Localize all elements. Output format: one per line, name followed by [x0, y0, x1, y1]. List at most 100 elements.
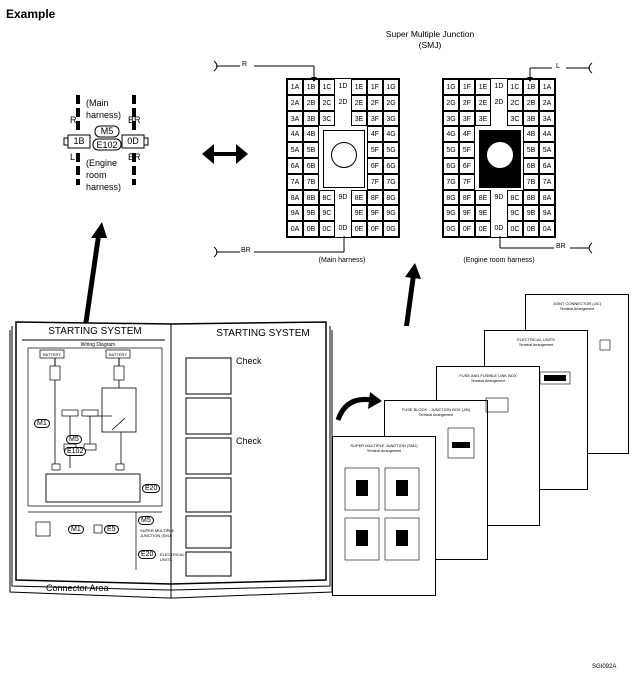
smj-engine-terminal-1b: 1B — [523, 79, 539, 95]
smj-engine-terminal-7g: 7G — [443, 173, 459, 190]
smj-main-terminal-2f: 2F — [367, 94, 383, 111]
smj-main-terminal-7b: 7B — [303, 173, 319, 190]
smj-engine-terminal-1a: 1A — [539, 79, 555, 95]
smj-main-terminal-9e: 9E — [351, 205, 367, 222]
terminal-0d: 0D — [127, 136, 139, 146]
smj-engine-caption: (Engine room harness) — [463, 257, 535, 264]
smj-main-terminal-0e: 0E — [351, 221, 367, 237]
figure-code: SGI092A — [592, 664, 617, 670]
smj-main-terminal-9b: 9B — [303, 205, 319, 222]
smj-engine-terminal-7f: 7F — [459, 173, 475, 190]
smj-main-terminal-9a: 9A — [287, 205, 303, 222]
smj-main-terminal-8b: 8B — [303, 189, 319, 206]
smj-main-terminal-9f: 9F — [367, 205, 383, 222]
smj-engine-terminal-8b: 8B — [523, 189, 539, 206]
smj-main-terminal-0g: 0G — [383, 221, 399, 237]
smj-main-terminal-9c: 9C — [319, 205, 335, 222]
smj-main-terminal-6f: 6F — [367, 158, 383, 174]
smj-engine-terminal-8e: 8E — [475, 189, 491, 206]
smj-main-terminal-3c: 3C — [319, 110, 335, 127]
smj-engine-terminal-9f: 9F — [459, 205, 475, 222]
smj-main-terminal-8e: 8E — [351, 189, 367, 206]
smj-main-terminal-0d: 0D — [338, 225, 348, 233]
smj-engine-terminal-3f: 3F — [459, 110, 475, 127]
smj-engine-terminal-2c: 2C — [507, 94, 523, 111]
smj-engine-terminal-0f: 0F — [459, 221, 475, 237]
smj-main-terminal-1c: 1C — [319, 79, 335, 95]
connector-detail-lines — [63, 95, 149, 185]
smj-main-terminal-3b: 3B — [303, 110, 319, 127]
wire-color-l: L — [70, 152, 76, 162]
smj-main-terminal-2b: 2B — [303, 94, 319, 111]
book-connector-m5: M5 — [66, 435, 82, 444]
legend-m5: M5 — [138, 516, 154, 525]
smj-main-terminal-3a: 3A — [287, 110, 303, 127]
smj-engine-terminal-3a: 3A — [539, 110, 555, 127]
smj-main-wire-br: BR — [241, 247, 251, 254]
smj-engine-terminal-8g: 8G — [443, 189, 459, 206]
smj-main-terminal-1d: 1D — [338, 83, 348, 90]
smj-main-terminal-8c: 8C — [319, 189, 335, 206]
sheet-subtitle: Terminal Arrangement — [559, 307, 595, 311]
smj-main-terminal-4a: 4A — [287, 126, 303, 143]
smj-main-terminal-7f: 7F — [367, 173, 383, 190]
smj-title: Super Multiple Junction — [385, 29, 475, 39]
smj-engine-terminal-0g: 0G — [443, 221, 459, 237]
connector-m5-label: M5 — [100, 126, 114, 136]
smj-engine-terminal-0e: 0E — [475, 221, 491, 237]
smj-engine-terminal-5b: 5B — [523, 142, 539, 158]
right-page-title: STARTING SYSTEM — [216, 328, 310, 339]
smj-main-terminal-8a: 8A — [287, 189, 303, 206]
smj-main-terminal-7a: 7A — [287, 173, 303, 190]
smj-engine-center-hole — [487, 142, 513, 169]
smj-main-terminal-5f: 5F — [367, 142, 383, 158]
left-page-title: STARTING SYSTEM — [48, 326, 142, 337]
battery-label-1: BATTERY — [42, 352, 62, 357]
smj-engine-terminal-9b: 9B — [523, 205, 539, 222]
check-label-1: Check — [236, 356, 262, 366]
smj-main-terminal-2a: 2A — [287, 94, 303, 111]
smj-main-terminal-4b: 4B — [303, 126, 319, 143]
page-title: Example — [6, 7, 56, 21]
smj-engine-terminal-1e: 1E — [475, 79, 491, 95]
smj-engine-terminal-3g: 3G — [443, 110, 459, 127]
smj-engine-terminal-9c: 9C — [507, 205, 523, 222]
smj-engine-terminal-5a: 5A — [539, 142, 555, 158]
smj-main-wire-r: R — [242, 61, 248, 68]
wire-color-br-bottom: BR — [128, 152, 141, 162]
smj-main-terminal-0b: 0B — [303, 221, 319, 237]
smj-engine-terminal-6b: 6B — [523, 158, 539, 174]
wire-color-br-top: BR — [128, 115, 141, 125]
smj-engine-terminal-1c: 1C — [507, 79, 523, 95]
smj-main-terminal-7g: 7G — [383, 173, 399, 190]
connector-area-label: Connector Area — [46, 583, 109, 593]
smj-engine-wire-l: L — [556, 63, 560, 70]
smj-engine-terminal-0a: 0A — [539, 221, 555, 237]
legend-e20: E20 — [138, 550, 157, 559]
smj-engine-terminal-0c: 0C — [507, 221, 523, 237]
smj-main-terminal-3e: 3E — [351, 110, 367, 127]
legend-m1: M1 — [68, 525, 84, 534]
smj-engine-terminal-8a: 8A — [539, 189, 555, 206]
smj-main-terminal-3f: 3F — [367, 110, 383, 127]
smj-main-terminal-5g: 5G — [383, 142, 399, 158]
smj-main-center-hole — [331, 142, 357, 169]
service-manual-book: STARTING SYSTEM STARTING SYSTEM Wiring D… — [8, 318, 334, 603]
smj-engine-terminal-2g: 2G — [443, 94, 459, 111]
smj-engine-terminal-1g: 1G — [443, 79, 459, 95]
smj-engine-terminal-0b: 0B — [523, 221, 539, 237]
smj-main-terminal-2c: 2C — [319, 94, 335, 111]
smj-engine-terminal-7b: 7B — [523, 173, 539, 190]
smj-main-terminal-6b: 6B — [303, 158, 319, 174]
smj-engine-terminal-9e: 9E — [475, 205, 491, 222]
smj-main-terminal-1f: 1F — [367, 79, 383, 95]
smj-main-terminal-5b: 5B — [303, 142, 319, 158]
smj-engine-terminal-2f: 2F — [459, 94, 475, 111]
smj-main-terminal-1b: 1B — [303, 79, 319, 95]
smj-main-terminal-0a: 0A — [287, 221, 303, 237]
smj-main-terminal-6g: 6G — [383, 158, 399, 174]
main-harness-label: (Main harness) — [86, 98, 122, 120]
sheet-super-multiple-junction: SUPER MULTIPLE JUNCTION (SMJ) Terminal A… — [332, 436, 436, 596]
